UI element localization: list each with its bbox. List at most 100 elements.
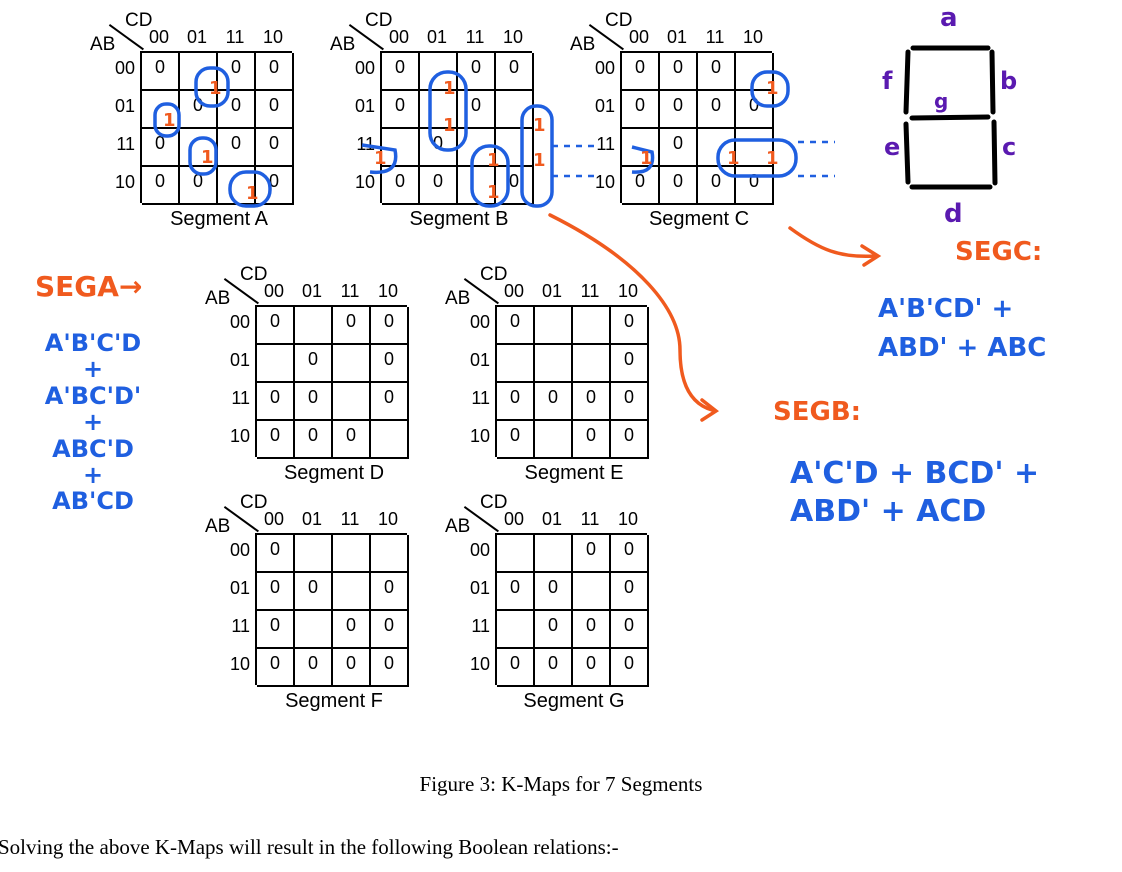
kmap-cell: 0 — [622, 53, 660, 91]
kmap-cell: 0 — [371, 573, 409, 611]
column-header: 01 — [186, 27, 208, 47]
seg-c-label: SEGC: — [955, 237, 1043, 267]
row-header: 01 — [594, 96, 615, 116]
svg-text:1: 1 — [374, 148, 387, 169]
kmap-cell: 0 — [218, 129, 256, 167]
column-header: 00 — [148, 27, 170, 47]
kmap-cell — [333, 345, 371, 383]
orange-arrows — [548, 213, 882, 422]
kmap-cell: 0 — [698, 91, 736, 129]
kmap-cell: 0 — [611, 573, 649, 611]
row-header: 01 — [229, 578, 250, 598]
row-header: 11 — [471, 616, 490, 636]
kmap-cell — [371, 421, 409, 459]
row-header: 10 — [354, 172, 375, 192]
kmap-cell: 0 — [497, 421, 535, 459]
kmap-cell — [180, 53, 218, 91]
kmap-cell: 0 — [535, 611, 573, 649]
kmap-cell: 0 — [611, 535, 649, 573]
ab-label: AB — [445, 516, 471, 537]
kmap-cell — [420, 91, 458, 129]
kmap-cell: 0 — [295, 383, 333, 421]
kmap-cell: 0 — [371, 383, 409, 421]
kmap-title: Segment D — [283, 462, 385, 484]
kmap-cell: 0 — [420, 167, 458, 205]
kmap-cell: 0 — [496, 53, 534, 91]
display-label-a: a — [940, 3, 958, 33]
kmap-cell: 0 — [736, 167, 774, 205]
kmap-cell: 0 — [257, 573, 295, 611]
kmap-cell: 0 — [257, 421, 295, 459]
kmap-cell: 0 — [497, 307, 535, 345]
seg-b-expression: A'C'D + BCD' + ABD' + ACD — [790, 456, 1040, 529]
column-header: 11 — [465, 27, 485, 47]
kmap-cell: 0 — [382, 167, 420, 205]
column-header: 01 — [301, 281, 323, 301]
kmap-cell — [371, 535, 409, 573]
kmap-cell — [295, 611, 333, 649]
row-header: 10 — [469, 654, 490, 674]
svg-text:1: 1 — [246, 183, 259, 204]
kmap-cell: 0 — [257, 383, 295, 421]
row-header: 00 — [229, 312, 250, 332]
kmap-cell — [333, 573, 371, 611]
row-header: 11 — [471, 388, 490, 408]
kmap-cell: 0 — [257, 535, 295, 573]
kmap-cell — [622, 129, 660, 167]
row-header: 00 — [114, 58, 135, 78]
kmap-title: Segment A — [170, 208, 268, 230]
column-header: 00 — [263, 509, 285, 529]
row-header: 00 — [469, 312, 490, 332]
column-header: 01 — [541, 281, 563, 301]
kmap-cell: 0 — [573, 649, 611, 687]
row-header: 00 — [469, 540, 490, 560]
blue-dash-lines — [552, 140, 835, 178]
kmap-cell — [295, 307, 333, 345]
svg-text:1: 1 — [163, 110, 176, 131]
kmap-cell: 0 — [458, 53, 496, 91]
ab-label: AB — [570, 34, 596, 55]
column-header: 10 — [377, 281, 399, 301]
svg-text:1: 1 — [766, 148, 779, 169]
column-header: 11 — [225, 27, 245, 47]
ab-label: AB — [205, 288, 231, 309]
column-header: 11 — [580, 281, 600, 301]
kmap-cell: 0 — [142, 129, 180, 167]
column-header: 11 — [340, 509, 360, 529]
column-header: 10 — [617, 281, 639, 301]
kmap-cell: 0 — [257, 307, 295, 345]
kmap-cell — [257, 345, 295, 383]
kmap-cell: 0 — [611, 421, 649, 459]
kmap-cell: 0 — [611, 307, 649, 345]
kmap-cell: 0 — [736, 91, 774, 129]
kmap-cell — [573, 307, 611, 345]
kmap-title: Segment B — [409, 208, 509, 230]
column-header: 00 — [503, 509, 525, 529]
seg-c-expression: A'B'CD' + ABD' + ABC — [878, 294, 1047, 363]
column-header: 11 — [340, 281, 360, 301]
kmap-cell: 0 — [295, 649, 333, 687]
row-header: 00 — [229, 540, 250, 560]
column-header: 10 — [742, 27, 764, 47]
cd-label: CD — [480, 492, 508, 513]
kmap-cell: 0 — [497, 649, 535, 687]
kmap-cell: 0 — [698, 167, 736, 205]
ab-label: AB — [330, 34, 356, 55]
orange-ones: 1 1 1 1 1 1 1 1 1 1 1 1 1 1 1 — [163, 78, 779, 204]
kmap-cell: 0 — [611, 649, 649, 687]
row-header: 01 — [229, 350, 250, 370]
ab-label: AB — [445, 288, 471, 309]
blue-groupings — [153, 66, 798, 208]
svg-text:1: 1 — [640, 148, 653, 169]
kmap-cell: 0 — [660, 129, 698, 167]
kmap-cell: 0 — [382, 91, 420, 129]
row-header: 01 — [469, 350, 490, 370]
